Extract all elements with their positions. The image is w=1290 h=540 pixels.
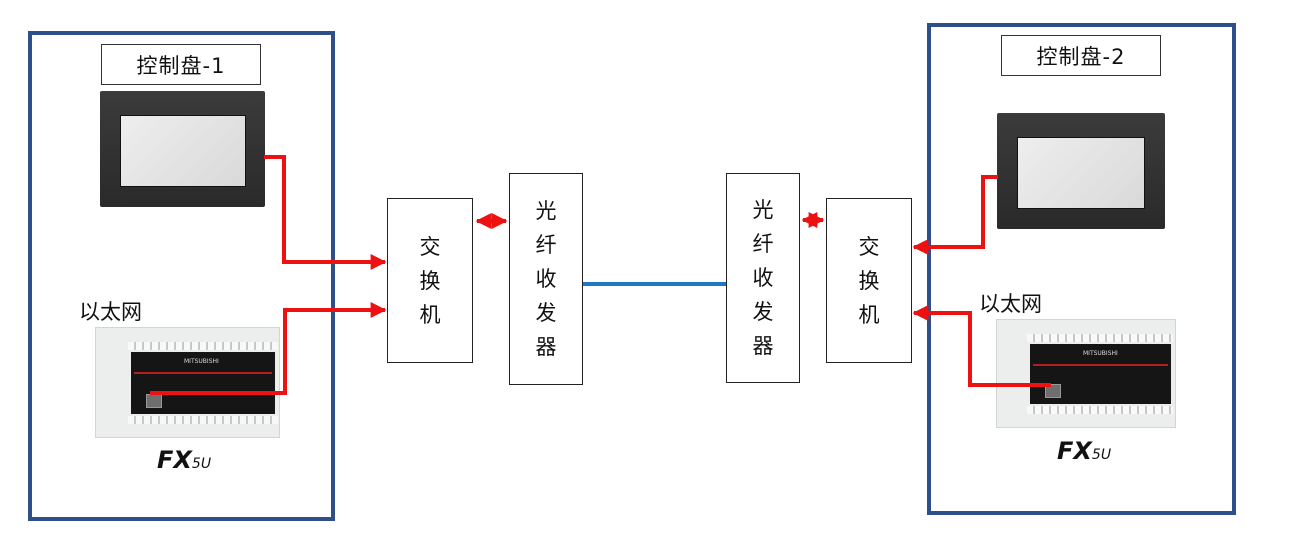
control-panel-2-title: 控制盘-2 [1001,35,1161,76]
transceiver-2-char: 器 [752,334,774,358]
ethernet-cable-hmi2-switch2 [912,175,998,255]
switch-1-char: 换 [419,268,441,293]
plc-fx5u-1: MITSUBISHI [95,327,280,438]
fx5u-logo-2: FX5U [1057,437,1112,465]
control-panel-1-title: 控制盘-1 [101,44,261,85]
ethernet-label-2: 以太网 [979,292,1042,316]
switch-1-char: 交 [419,234,441,259]
transceiver-1-char: 发 [535,301,557,325]
switch-2-char: 机 [858,302,880,327]
switch-2-char: 交 [858,234,880,259]
transceiver-2-char: 纤 [752,232,774,256]
transceiver-2-char: 发 [752,300,774,324]
control-panel-2-frame [927,23,1236,515]
network-switch-1: 交 换 机 [387,198,473,363]
ethernet-cable-hmi1-switch1 [264,155,387,270]
transceiver-1-char: 器 [535,335,557,359]
hmi-panel-2 [997,113,1165,229]
switch-1-char: 机 [419,302,441,327]
plc-fx5u-2: MITSUBISHI [996,319,1176,428]
hmi-panel-1 [100,91,265,207]
transceiver-1-char: 纤 [535,233,557,257]
transceiver-1-char: 收 [535,267,557,291]
transceiver-2-char: 收 [752,266,774,290]
fiber-transceiver-2: 光 纤 收 发 器 [726,173,800,383]
ethernet-cable-plc1-switch1 [150,302,387,395]
fx5u-logo-1: FX5U [157,446,212,474]
fiber-transceiver-1: 光 纤 收 发 器 [509,173,583,385]
transceiver-1-char: 光 [535,199,557,223]
control-panel-1-frame [28,31,335,521]
ethernet-label-1: 以太网 [79,300,142,324]
network-switch-2: 交 换 机 [826,198,912,363]
transceiver-2-char: 光 [752,198,774,222]
ethernet-cable-plc2-switch2 [912,305,1051,387]
switch-2-char: 换 [858,268,880,293]
